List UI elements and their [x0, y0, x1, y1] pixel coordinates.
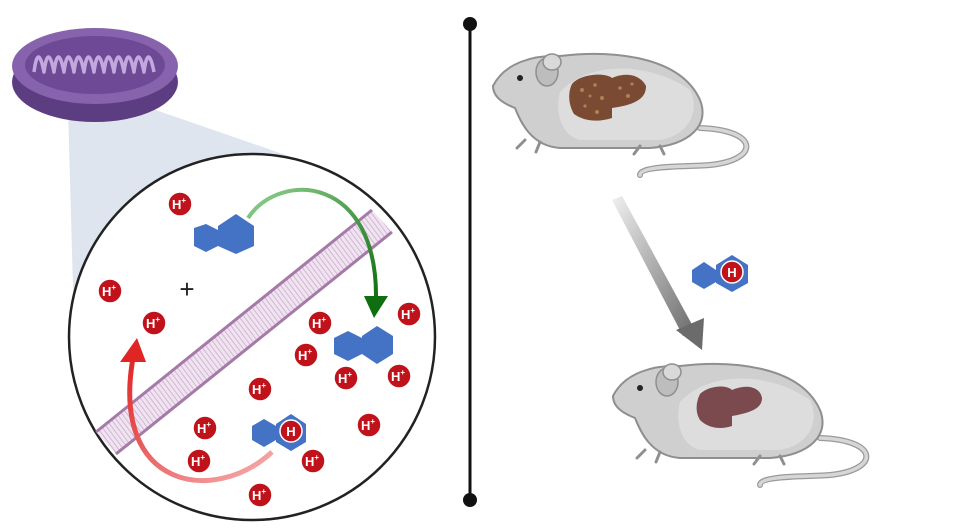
liver-icon-diseased	[569, 74, 646, 121]
proton-h-plus: H+	[396, 301, 422, 327]
proton-h-plus: H+	[141, 310, 167, 336]
protons-group: H+H+H+H+H+H+H+H+H+H+H+H+H+H+	[97, 191, 422, 508]
mouse-icon-healthy	[611, 362, 870, 488]
protonophore-icon: H	[692, 255, 748, 292]
mouse-icon-diseased	[491, 52, 750, 178]
proton-h-plus: H+	[186, 448, 212, 474]
proton-h-plus: H+	[97, 278, 123, 304]
proton-h-plus: H+	[247, 376, 273, 402]
bound-proton-label: H	[286, 424, 295, 439]
proton-h-plus: H+	[333, 365, 359, 391]
proton-h-plus: H+	[167, 191, 193, 217]
liver-icon-healthy	[696, 386, 762, 428]
inner-membrane	[95, 208, 393, 456]
mitochondrion-icon	[12, 28, 178, 122]
treatment-arrow	[612, 196, 704, 350]
plus-sign: +	[179, 274, 194, 304]
proton-h-plus: H+	[247, 482, 273, 508]
proton-h-plus: H+	[293, 342, 319, 368]
proton-h-plus: H+	[307, 310, 333, 336]
protonophore-molecule	[194, 214, 254, 254]
proton-h-plus: H+	[356, 412, 382, 438]
protonophore-molecule-crossed	[334, 326, 393, 364]
protonated-molecule: H	[252, 414, 306, 451]
red-transport-arrow	[120, 338, 274, 484]
protonophore-icon-label: H	[727, 265, 736, 280]
proton-h-plus: H+	[300, 448, 326, 474]
proton-h-plus: H+	[386, 363, 412, 389]
divider-line	[463, 17, 477, 507]
proton-h-plus: H+	[192, 415, 218, 441]
green-transport-arrow	[246, 187, 388, 318]
